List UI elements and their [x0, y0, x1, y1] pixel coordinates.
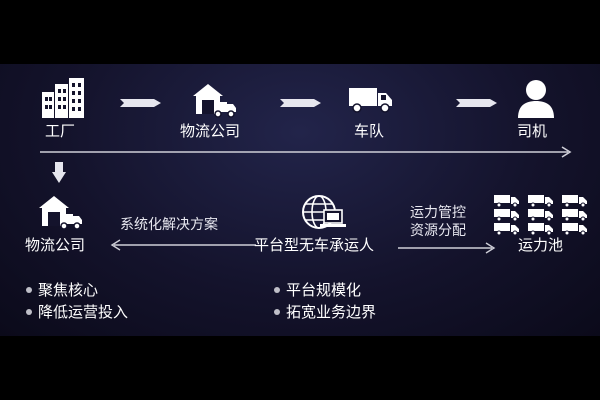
bullet-dot [274, 309, 280, 315]
left-bullet-2: 降低运营投入 [38, 303, 129, 321]
chevron-right-icon [456, 99, 497, 107]
down-arrow-icon [52, 162, 66, 183]
right-arrow-line [398, 242, 496, 254]
right-bullet-2: 拓宽业务边界 [286, 303, 377, 321]
factory-label: 工厂 [45, 122, 76, 140]
warehouse-truck-icon [39, 196, 82, 230]
left-arrow-label: 系统化解决方案 [120, 217, 218, 233]
left-bullet-1: 聚焦核心 [38, 281, 99, 299]
fleet-label: 车队 [354, 122, 385, 140]
factory-icon [42, 78, 84, 118]
bullet-dot [274, 287, 280, 293]
bullet-dot [26, 309, 32, 315]
left-arrow-line [110, 239, 256, 251]
driver-label: 司机 [517, 122, 548, 140]
warehouse-truck-icon [193, 84, 236, 118]
chevron-right-icon [280, 99, 321, 107]
platform-label: 平台型无车承运人 [254, 236, 375, 254]
bullet-dot [26, 287, 32, 293]
logistics-label-bottom: 物流公司 [25, 236, 86, 254]
capacity-pool-label: 运力池 [518, 236, 564, 254]
logistics-label-top: 物流公司 [180, 122, 241, 140]
flow-arrow-line [40, 146, 572, 158]
globe-laptop-icon [302, 195, 346, 229]
driver-avatar-icon [518, 80, 554, 118]
truck-icon [349, 88, 392, 113]
truck-fleet-icon [493, 194, 588, 236]
right-bullet-1: 平台规模化 [286, 281, 362, 299]
diagram-panel: 工厂 物流公司 车队 司机 物流公司 系统化解决方案 平台型无 [0, 64, 600, 336]
right-arrow-label-2: 资源分配 [410, 223, 466, 239]
right-arrow-label-1: 运力管控 [410, 205, 466, 221]
chevron-right-icon [120, 99, 161, 107]
